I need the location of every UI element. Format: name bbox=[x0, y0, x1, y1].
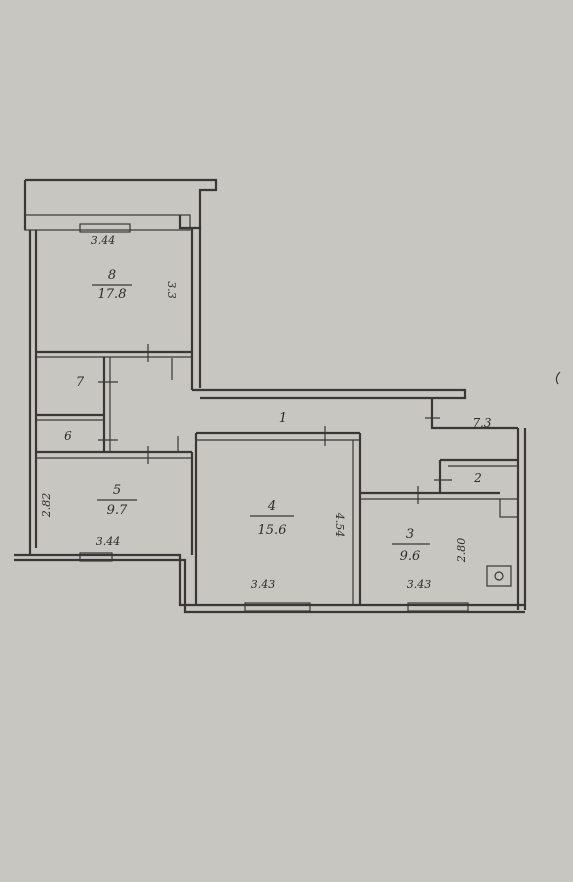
room-3-area: 9.6 bbox=[400, 549, 421, 564]
room-2-number: 2 bbox=[473, 471, 482, 485]
room-4-width: 3.43 bbox=[251, 578, 276, 591]
room-5-depth: 2.82 bbox=[40, 493, 53, 519]
room-3-width: 3.43 bbox=[407, 578, 432, 591]
windows bbox=[79, 223, 469, 612]
room-5-number: 5 bbox=[113, 483, 121, 498]
room-3-depth: 2.80 bbox=[455, 538, 468, 564]
room-8-number: 8 bbox=[108, 268, 116, 283]
room-7-number: 7 bbox=[76, 375, 85, 390]
hall-number: 1 bbox=[279, 411, 287, 426]
room-4-area: 15.6 bbox=[258, 523, 287, 538]
room-4-depth: 4.54 bbox=[333, 512, 346, 538]
room-3-number: 3 bbox=[406, 527, 414, 542]
room-5-width: 3.44 bbox=[96, 535, 121, 548]
room-8-depth: 3.3 bbox=[165, 281, 178, 299]
door-marks bbox=[98, 344, 452, 504]
interior-walls bbox=[36, 350, 519, 605]
room-8-area: 17.8 bbox=[98, 287, 127, 302]
room-8-width: 3.44 bbox=[91, 234, 116, 247]
room-6-number: 6 bbox=[64, 429, 72, 443]
room-5-area: 9.7 bbox=[107, 503, 128, 518]
room-labels: 8 17.8 3.44 3.3 7 6 5 9.7 3.44 2.82 1 7.… bbox=[40, 234, 492, 591]
hall-dim: 7.3 bbox=[472, 416, 491, 430]
edge-mark bbox=[555, 371, 561, 385]
room-4-number: 4 bbox=[267, 499, 276, 514]
